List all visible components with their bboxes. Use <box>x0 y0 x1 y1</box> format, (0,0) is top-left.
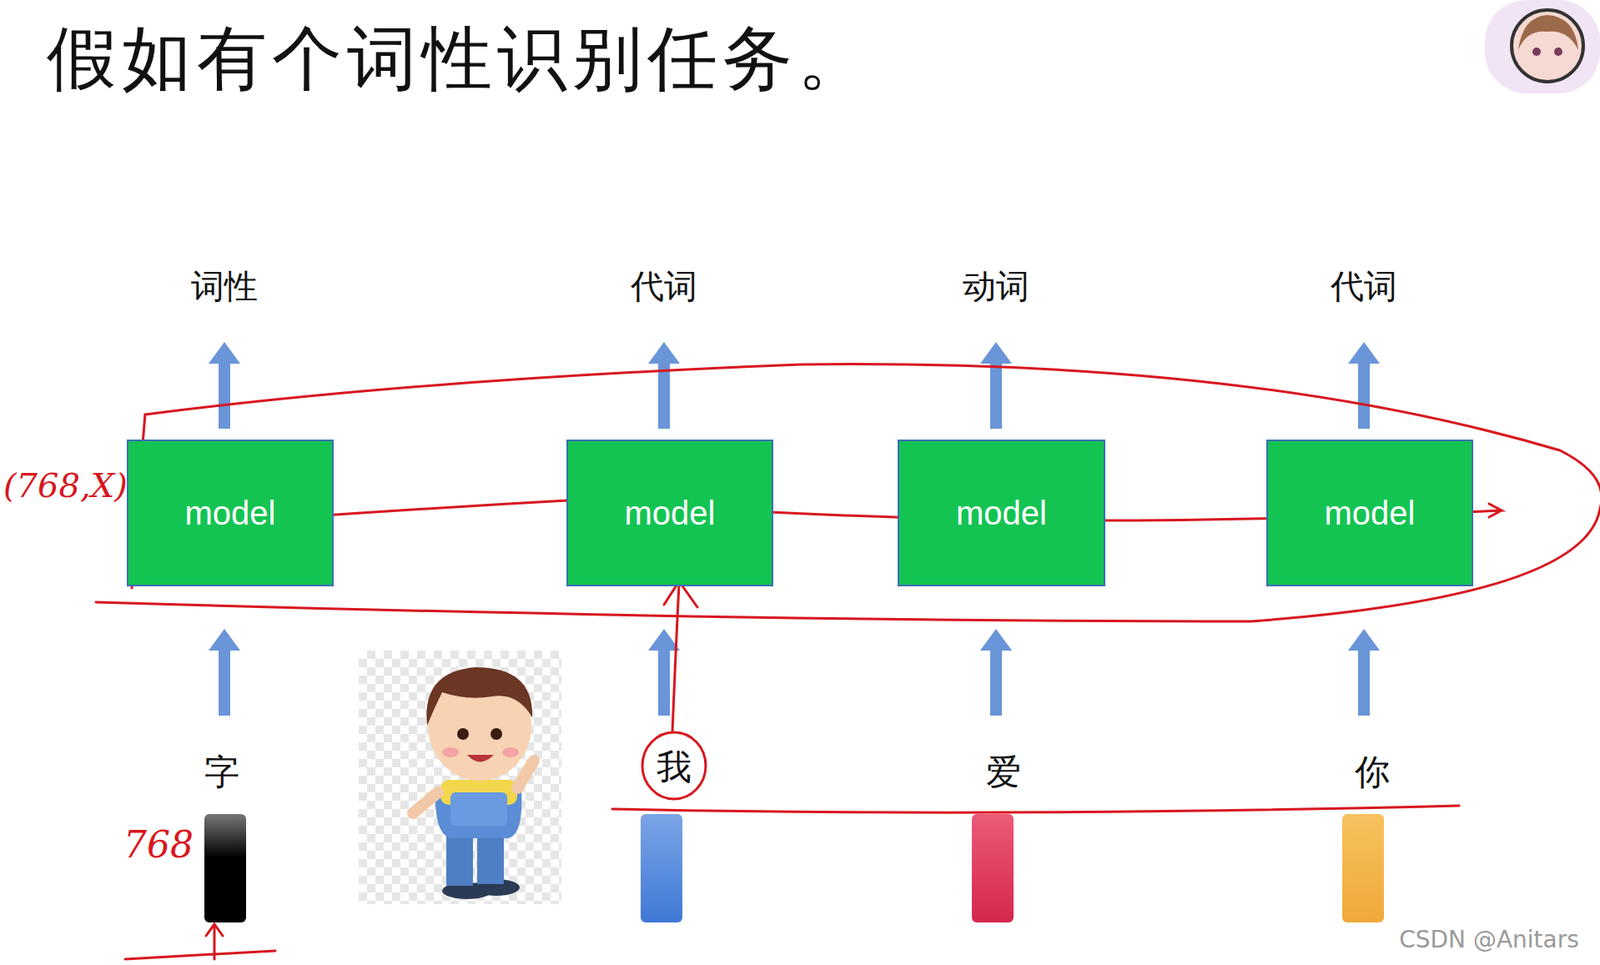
box-label: model <box>1324 494 1416 533</box>
model-box: model <box>897 439 1106 587</box>
token: 爱 <box>986 749 1022 796</box>
box-label: model <box>955 494 1047 533</box>
watermark: CSDN @Anitars <box>1398 925 1580 954</box>
hand-note: 768 <box>123 823 194 866</box>
token: 我 <box>656 744 692 791</box>
slide-title: 假如有个词性识别任务。 <box>46 11 873 107</box>
avatar-band <box>1484 0 1600 94</box>
embedding-bar <box>204 814 247 923</box>
embedding-bar <box>1342 814 1384 923</box>
model-box: model <box>1266 439 1474 587</box>
box-label: model <box>624 494 716 533</box>
cartoon-boy <box>358 650 562 905</box>
hand-annotation <box>95 364 1600 960</box>
token: 字 <box>204 749 240 796</box>
output-arrows <box>208 342 1380 429</box>
model-box: model <box>126 439 334 587</box>
avatar-hair <box>1518 15 1579 51</box>
avatar-eye <box>1532 47 1541 56</box>
model-box: model <box>566 439 774 587</box>
token: 你 <box>1354 749 1390 796</box>
embedding-bar <box>971 814 1014 923</box>
pos-label: 代词 <box>1330 263 1398 310</box>
avatar <box>1511 10 1584 82</box>
pos-label: 代词 <box>630 263 698 310</box>
avatar-eye <box>1554 47 1563 56</box>
hand-note: (768,X) <box>3 466 128 505</box>
pos-label: 词性 <box>191 263 258 310</box>
embedding-bar <box>640 814 683 923</box>
box-label: model <box>185 494 277 533</box>
pos-label: 动词 <box>962 263 1030 310</box>
